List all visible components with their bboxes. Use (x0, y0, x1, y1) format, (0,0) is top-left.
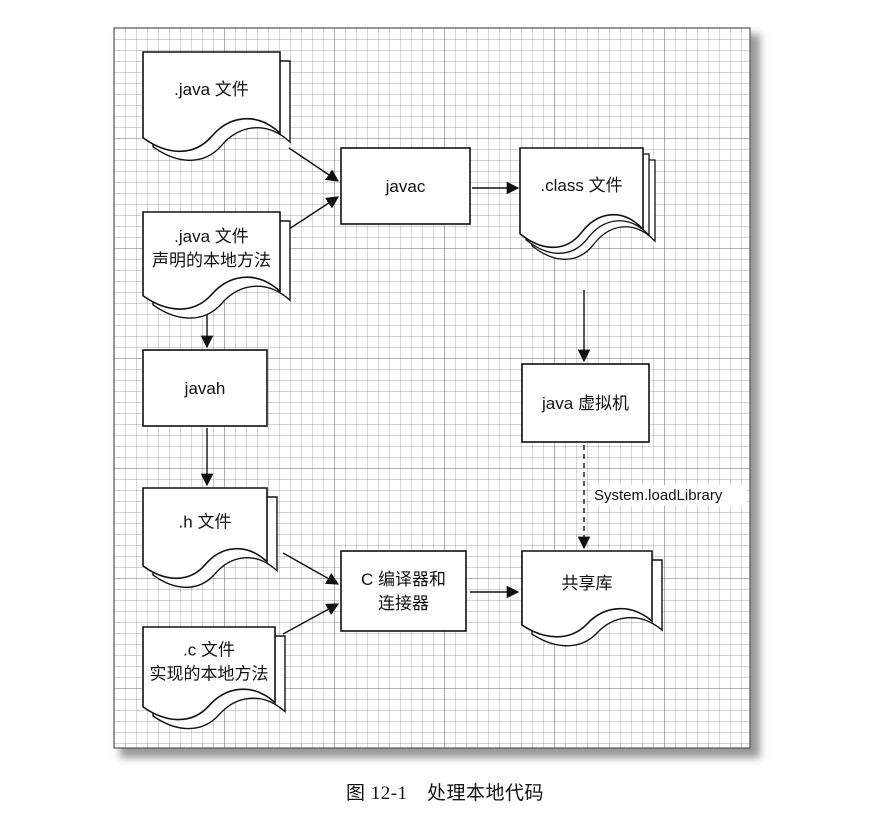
node-label: 共享库 (562, 574, 613, 593)
edge-java-file-to-javac (288, 147, 340, 182)
node-shape (521, 363, 650, 443)
edge-c-file-to-c-compiler (282, 603, 340, 635)
edge-java-native-to-javac (285, 196, 340, 232)
node-label: .c 文件 (183, 640, 235, 659)
edge-labels: System.loadLibrary (591, 485, 747, 506)
edge-h-file-to-c-compiler (282, 552, 340, 585)
node-class-file: .class 文件 (519, 147, 656, 260)
grid-border (113, 27, 751, 749)
node-shape (340, 550, 467, 632)
node-label: .java 文件 (174, 80, 249, 99)
node-label: javac (385, 177, 426, 196)
node-shared-lib: 共享库 (521, 550, 663, 647)
node-label: java 虚拟机 (541, 394, 629, 413)
native-code-diagram: System.loadLibrary .java 文件.java 文件声明的本地… (113, 27, 760, 758)
node-java-file: .java 文件 (142, 51, 291, 161)
node-shape (521, 550, 653, 638)
node-jvm: java 虚拟机 (521, 363, 650, 443)
node-shape (142, 626, 276, 721)
node-shape (340, 147, 471, 225)
edge-label: System.loadLibrary (594, 487, 723, 504)
figure-caption: 图 12-1 处理本地代码 (345, 783, 545, 804)
node-label: 连接器 (378, 594, 429, 613)
node-javah: javah (142, 349, 268, 427)
node-label: .h 文件 (179, 513, 232, 532)
node-label: .java 文件 (174, 227, 249, 246)
node-shape (519, 147, 644, 249)
node-label: C 编译器和 (361, 570, 446, 589)
node-shape (142, 211, 281, 310)
node-label: 声明的本地方法 (152, 251, 271, 270)
node-shape (142, 487, 268, 580)
node-javac: javac (340, 147, 471, 225)
node-h-file: .h 文件 (142, 487, 278, 588)
node-label: javah (184, 379, 226, 398)
node-label: .class 文件 (540, 176, 622, 195)
edge-label-background (591, 485, 747, 506)
node-label: 实现的本地方法 (150, 664, 269, 683)
node-shape (142, 349, 268, 427)
node-shape (142, 51, 281, 153)
